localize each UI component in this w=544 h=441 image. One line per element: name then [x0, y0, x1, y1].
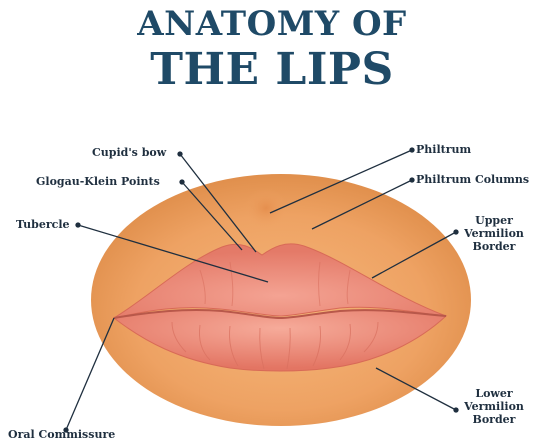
leader-oral-commissure	[66, 318, 114, 430]
label-philtrum: Philtrum	[416, 143, 471, 156]
label-oral-commissure: Oral Commissure	[8, 428, 115, 441]
label-glogau-klein-points: Glogau-Klein Points	[36, 175, 160, 188]
label-philtrum-columns: Philtrum Columns	[416, 173, 529, 186]
label-lower-vermilion-border: Lower Vermilion Border	[460, 387, 528, 426]
label-upper-vermilion-line-2: Vermilion	[460, 227, 528, 240]
label-upper-vermilion-line-3: Border	[460, 240, 528, 253]
label-tubercle: Tubercle	[16, 218, 70, 231]
label-cupids-bow: Cupid's bow	[92, 146, 166, 159]
label-upper-vermilion-line-1: Upper	[460, 214, 528, 227]
label-lower-vermilion-line-1: Lower	[460, 387, 528, 400]
label-upper-vermilion-border: Upper Vermilion Border	[460, 214, 528, 253]
label-lower-vermilion-line-2: Vermilion	[460, 400, 528, 413]
label-lower-vermilion-line-3: Border	[460, 413, 528, 426]
